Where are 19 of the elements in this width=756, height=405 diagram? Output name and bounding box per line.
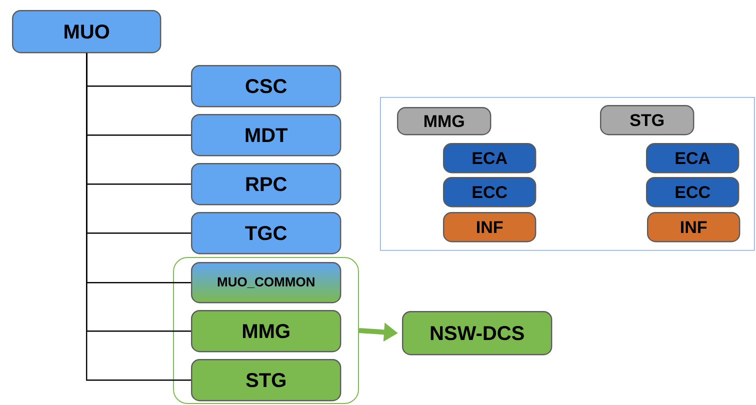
group-label-box: STG bbox=[600, 105, 694, 136]
process-box: INF bbox=[443, 212, 536, 242]
process-box: MDT bbox=[191, 114, 342, 156]
process-box: CSC bbox=[191, 65, 342, 108]
process-box: MUO_COMMON bbox=[191, 262, 342, 304]
group-label-box: MMG bbox=[397, 107, 492, 136]
process-box: STG bbox=[191, 359, 342, 402]
process-box: INF bbox=[647, 212, 740, 242]
process-box: TGC bbox=[191, 212, 342, 254]
process-box: ECA bbox=[443, 143, 536, 174]
process-box: MMG bbox=[191, 310, 342, 352]
panel-frame bbox=[380, 97, 755, 251]
process-box: ECA bbox=[646, 143, 740, 174]
process-box: NSW-DCS bbox=[402, 311, 552, 356]
process-box: RPC bbox=[191, 163, 342, 206]
process-box: MUO bbox=[12, 10, 162, 54]
process-box: ECC bbox=[443, 177, 536, 208]
process-box: ECC bbox=[646, 177, 740, 208]
group-frame bbox=[173, 257, 359, 404]
